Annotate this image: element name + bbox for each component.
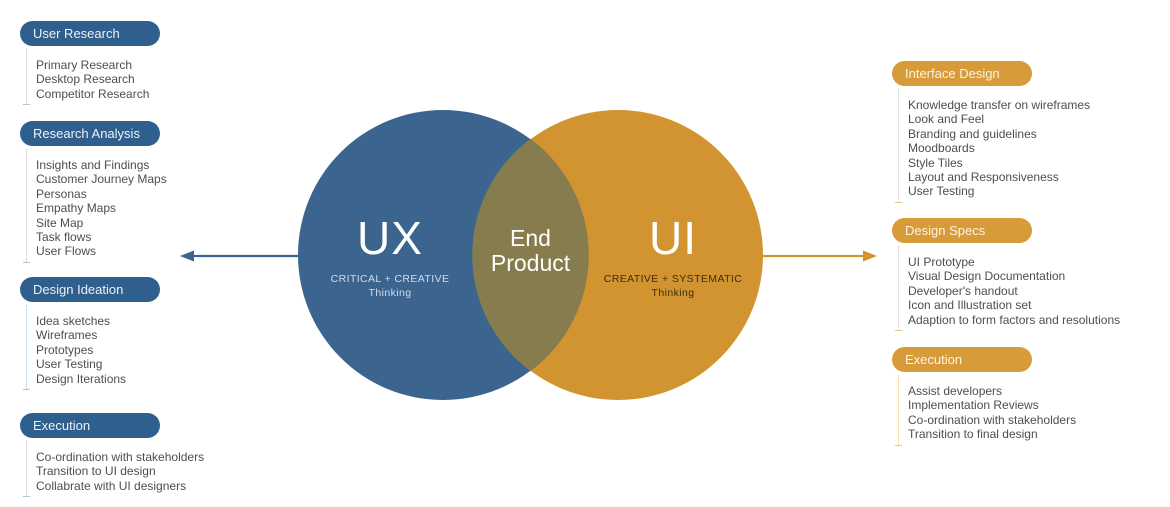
list-item: Transition to UI design [36, 464, 156, 479]
list-item: Assist developers [908, 384, 1003, 398]
list-item: Icon and Illustration set [908, 298, 1032, 313]
list-item: Co-ordination with stakeholders [36, 450, 205, 464]
section-pill: Research Analysis [20, 121, 160, 146]
section-pill: Execution [20, 413, 160, 438]
left-arrow [180, 250, 300, 262]
list-item: Look and Feel [908, 112, 985, 127]
list-item: Personas [36, 186, 87, 201]
list-item: Style Tiles [908, 155, 963, 170]
section-pill: Design Specs [892, 218, 1032, 243]
section-pill-label: Design Specs [905, 223, 986, 238]
right-arrowhead-icon [863, 250, 877, 262]
list-item: Design Iterations [36, 371, 127, 386]
list-item: User Testing [36, 357, 103, 372]
list-item: Implementation Reviews [908, 398, 1039, 413]
list-item: Empathy Maps [36, 201, 117, 216]
left-section-execution: Execution Co-ordination with stakeholder… [20, 413, 270, 498]
ux-subtitle-line1: CRITICAL + CREATIVE [330, 273, 450, 285]
list-item: Collabrate with UI designers [36, 478, 187, 493]
list-item: Visual Design Documentation [908, 269, 1066, 284]
right-section-interface-design: Interface Design Knowledge transfer on w… [892, 61, 1142, 203]
list-item: Desktop Research [36, 72, 135, 87]
list-item: UI Prototype [908, 255, 975, 269]
section-pill: Execution [892, 347, 1032, 372]
ux-title: UX [357, 212, 423, 264]
section-pill: User Research [20, 21, 160, 46]
list-item: Developer's handout [908, 283, 1018, 298]
list-item: Insights and Findings [36, 158, 150, 172]
list-item: Knowledge transfer on wireframes [908, 98, 1091, 112]
overlap-lens [472, 138, 589, 372]
list-item: Task flows [36, 230, 92, 245]
overlap-label-line1: End [510, 225, 551, 251]
list-item: User Testing [908, 184, 975, 199]
ui-subtitle-line2: Thinking [651, 286, 695, 299]
ux-subtitle: CRITICAL + CREATIVE Thinking [290, 273, 490, 300]
list-item: User Flows [36, 244, 97, 259]
list-item: Wireframes [36, 328, 98, 343]
list-item: Competitor Research [36, 86, 150, 101]
list-item: Branding and guidelines [908, 126, 1037, 141]
list-item: Prototypes [36, 342, 94, 357]
right-arrow [763, 250, 877, 262]
list-item: Site Map [36, 215, 84, 230]
section-pill-label: Execution [905, 352, 963, 367]
section-pill-label: Research Analysis [33, 126, 140, 141]
section-pill-label: Interface Design [905, 66, 1000, 81]
list-item: Customer Journey Maps [36, 172, 167, 187]
list-item: Transition to final design [908, 427, 1038, 442]
section-pill: Interface Design [892, 61, 1032, 86]
left-arrowhead-icon [180, 250, 194, 262]
section-pill-label: Design Ideation [33, 282, 124, 297]
list-item: Moodboards [908, 141, 975, 156]
list-item: Primary Research [36, 58, 133, 72]
section-pill-label: User Research [33, 26, 120, 41]
section-pill: Design Ideation [20, 277, 160, 302]
section-pill-label: Execution [33, 418, 91, 433]
list-item: Layout and Responsiveness [908, 170, 1059, 185]
list-item: Idea sketches [36, 314, 111, 328]
list-item: Adaption to form factors and resolutions [908, 312, 1121, 327]
ui-title: UI [649, 212, 697, 264]
ui-subtitle: CREATIVE + SYSTEMATIC Thinking [553, 273, 793, 300]
ux-subtitle-line2: Thinking [368, 286, 412, 299]
overlap-label-line2: Product [490, 250, 571, 276]
overlap-label: End Product [460, 226, 601, 276]
ui-subtitle-line1: CREATIVE + SYSTEMATIC [603, 273, 743, 285]
list-item: Co-ordination with stakeholders [908, 412, 1077, 427]
